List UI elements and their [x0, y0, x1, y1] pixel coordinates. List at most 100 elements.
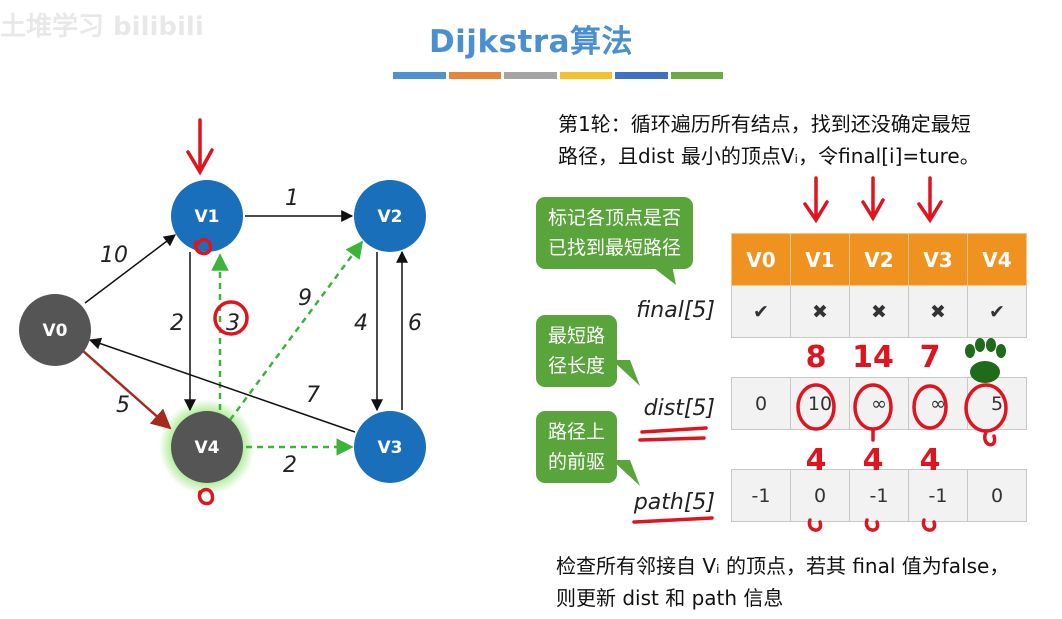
- handwritten-path-update: 4: [862, 443, 884, 478]
- handwritten-circle: [853, 383, 893, 431]
- footer-line: 检查所有邻接自 Vᵢ 的顶点，若其 final 值为false，: [556, 554, 1010, 578]
- node-label: V0: [43, 321, 68, 341]
- handwritten-mark: [921, 518, 937, 532]
- weight-label: 4: [354, 311, 368, 336]
- handwritten-dist-update: 8: [805, 340, 827, 375]
- weight-label: 1: [285, 186, 299, 211]
- handwritten-circle: [964, 383, 1008, 433]
- step-description: 第1轮：循环遍历所有结点，找到还没确定最短 路径，且dist 最小的顶点Vᵢ，令…: [558, 108, 980, 172]
- weight-label: 10: [100, 243, 128, 268]
- table-header-row: V0 V1 V2 V3 V4: [731, 233, 1027, 286]
- paw-icon: [965, 338, 1006, 383]
- handwritten-underline: [632, 516, 714, 524]
- node-label: V4: [195, 438, 220, 458]
- node-v0: [19, 294, 91, 366]
- color-bar-segment: [559, 72, 612, 79]
- pointer-arrow-icon: [861, 176, 885, 222]
- color-bar: [393, 72, 723, 79]
- node-label: V1: [195, 207, 220, 227]
- node-v4: [171, 411, 243, 483]
- handwritten-circle: [796, 383, 836, 431]
- graph-diagram: 10 1 2 3 9 4 6 7 5 2 V0 V1 V2 V3 V4: [19, 118, 426, 506]
- handwritten-dist-update: 14: [852, 340, 894, 375]
- final-cell: ✔: [731, 285, 791, 338]
- color-bar-segment: [448, 72, 501, 79]
- weight-label: 7: [306, 383, 320, 408]
- final-cell: ✖: [849, 285, 909, 338]
- row-label-final: final[5]: [636, 298, 715, 323]
- path-cell: -1: [908, 469, 968, 522]
- node-v1: [171, 180, 243, 252]
- table-row: ✔ ✖ ✖ ✖ ✔: [731, 285, 1027, 338]
- callout-line: 路径上: [548, 421, 606, 443]
- color-bar-segment: [393, 72, 446, 79]
- table-annotations: [632, 176, 1008, 532]
- weight-label: 2: [283, 453, 297, 478]
- row-label-path: path[5]: [633, 490, 715, 515]
- edge-v3-v0: [88, 337, 356, 433]
- path-cell: 0: [790, 469, 850, 522]
- pointer-arrow-icon: [803, 176, 829, 224]
- edge-v0-v1: [84, 234, 176, 304]
- description-line: 第1轮：循环遍历所有结点，找到还没确定最短: [558, 112, 971, 136]
- weight-label: 5: [116, 393, 130, 418]
- node-label: V3: [378, 438, 403, 458]
- row-label-dist: dist[5]: [643, 396, 715, 421]
- pointer-arrow-icon: [186, 118, 214, 176]
- node-v2: [354, 180, 426, 252]
- table-header-cell: V0: [731, 233, 791, 286]
- description-line: 路径，且dist 最小的顶点Vᵢ，令final[i]=ture。: [558, 144, 980, 168]
- callout-line: 径长度: [548, 355, 606, 377]
- callout-path: 路径上 的前驱: [536, 411, 618, 483]
- handwritten-path-update: 4: [805, 443, 827, 478]
- callout-line: 标记各顶点是否: [548, 207, 682, 229]
- watermark: 土堆学习 bilibili: [0, 12, 204, 42]
- handwritten-mark: [197, 487, 215, 506]
- callout-pointer: [612, 460, 640, 486]
- table-header-cell: V4: [967, 233, 1027, 286]
- color-bar-segment: [615, 72, 668, 79]
- state-table: V0 V1 V2 V3 V4 ✔ ✖ ✖ ✖ ✔ 0 10 ∞ ∞ 5 -1 0…: [731, 233, 1027, 522]
- handwritten-underline: [638, 426, 708, 442]
- handwritten-mark: [807, 518, 823, 532]
- callout-pointer: [612, 360, 640, 386]
- final-cell: ✖: [790, 285, 850, 338]
- footer-line: 则更新 dist 和 path 信息: [556, 586, 784, 610]
- page-title: Dijkstra算法: [428, 24, 634, 60]
- handwritten-circle: [213, 300, 249, 336]
- table-row: 0 10 ∞ ∞ 5: [731, 377, 1027, 430]
- path-cell: -1: [849, 469, 909, 522]
- handwritten-mark: [193, 237, 213, 256]
- pointer-arrow-icon: [917, 176, 943, 224]
- handwritten-circle: [912, 384, 948, 430]
- weight-label: 9: [298, 286, 312, 311]
- weight-label: 6: [408, 311, 422, 336]
- callout-dist: 最短路 径长度: [536, 315, 618, 387]
- path-cell: -1: [731, 469, 791, 522]
- node-label: V2: [378, 207, 403, 227]
- weight-label: 2: [170, 311, 184, 336]
- weight-label: 3: [226, 311, 240, 336]
- edge-v0-v4: [81, 349, 172, 430]
- callout-final: 标记各顶点是否 已找到最短路径: [536, 197, 694, 269]
- table-header-cell: V1: [790, 233, 850, 286]
- handwritten-mark: [983, 430, 997, 447]
- edge-v4-v2: [228, 240, 364, 421]
- handwritten-path-update: 4: [919, 443, 941, 478]
- color-bar-segment: [670, 72, 723, 79]
- callout-line: 的前驱: [548, 451, 606, 473]
- node-v3: [354, 411, 426, 483]
- table-header-cell: V3: [908, 233, 968, 286]
- path-cell: 0: [967, 469, 1027, 522]
- final-cell: ✔: [967, 285, 1027, 338]
- handwritten-dist-update: 7: [919, 340, 941, 375]
- table-row: -1 0 -1 -1 0: [731, 469, 1027, 522]
- handwritten-mark: [864, 518, 880, 532]
- step-footer: 检查所有邻接自 Vᵢ 的顶点，若其 final 值为false， 则更新 dis…: [556, 550, 1009, 614]
- color-bar-segment: [504, 72, 557, 79]
- dist-cell: 0: [731, 377, 791, 430]
- callout-line: 已找到最短路径: [548, 237, 682, 259]
- final-cell: ✖: [908, 285, 968, 338]
- callout-line: 最短路: [548, 325, 606, 347]
- callout-pointer: [650, 265, 676, 285]
